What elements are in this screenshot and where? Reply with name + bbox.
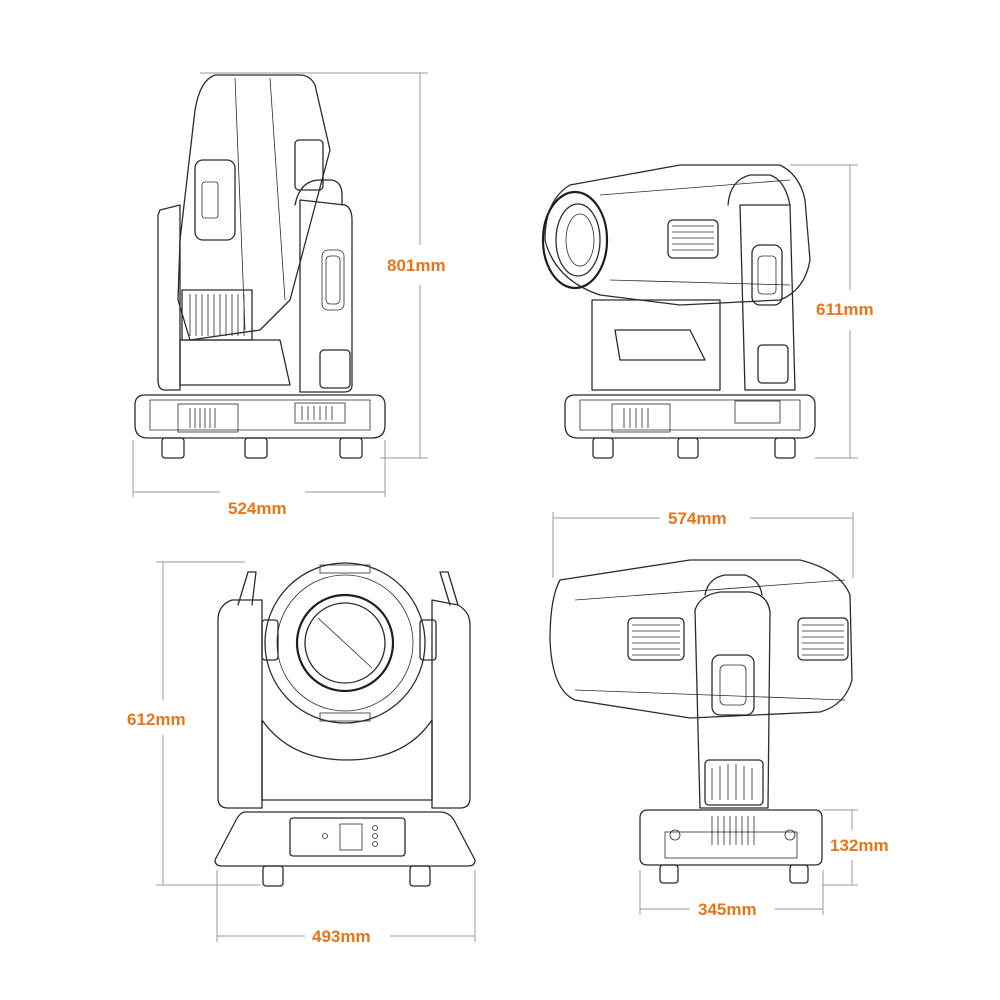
base-width-label: 345mm bbox=[698, 900, 757, 919]
rear-height-dimension: 612mm bbox=[127, 561, 260, 886]
side-length-label: 574mm bbox=[668, 509, 727, 528]
base-height-label: 132mm bbox=[830, 836, 889, 855]
side-height-label: 611mm bbox=[816, 300, 874, 319]
base-width-dimension: 345mm bbox=[639, 870, 824, 919]
rear-view-fixture bbox=[214, 562, 476, 887]
front-width-label: 524mm bbox=[228, 499, 287, 518]
base-side-view-fixture bbox=[549, 559, 853, 884]
base-height-dimension: 132mm bbox=[822, 809, 889, 886]
front-width-dimension: 524mm bbox=[132, 440, 386, 518]
rear-width-label: 493mm bbox=[312, 927, 371, 946]
front-height-dimension: 801mm bbox=[200, 72, 446, 459]
side-length-dimension: 574mm bbox=[552, 509, 854, 578]
side-height-dimension: 611mm bbox=[790, 164, 874, 459]
side-view-fixture bbox=[541, 164, 816, 459]
front-height-label: 801mm bbox=[387, 256, 446, 275]
front-view-fixture bbox=[134, 74, 386, 459]
rear-width-dimension: 493mm bbox=[216, 870, 476, 946]
rear-height-label: 612mm bbox=[127, 710, 186, 729]
